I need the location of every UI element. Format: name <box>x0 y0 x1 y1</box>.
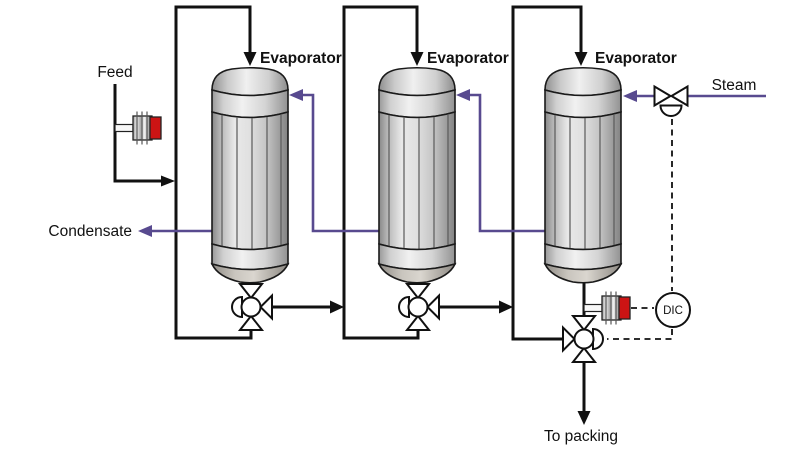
feed-label: Feed <box>97 64 132 81</box>
condensate-arrow <box>138 225 152 237</box>
dic-controller: DIC <box>655 292 691 328</box>
vapor-arrow-3-to-2 <box>456 89 470 101</box>
vapor-arrow-2-to-1 <box>289 89 303 101</box>
transfer-arrow-2-3 <box>499 300 513 314</box>
dic-controller-tag: DIC <box>663 305 683 317</box>
vessel-inlet-arrow-3 <box>574 52 588 66</box>
evaporator-vessel-3 <box>544 66 622 284</box>
product-label: To packing <box>544 428 618 445</box>
vapor-line-2-to-1 <box>303 93 379 233</box>
feed-line <box>113 84 161 183</box>
evaporator-vessel-1 <box>211 66 289 284</box>
condensate-label: Condensate <box>48 223 132 240</box>
discharge-rotary-valve-icon-1 <box>231 283 273 331</box>
evaporator-label-2: Evaporator <box>427 50 509 67</box>
vapor-line-3-to-2 <box>470 93 546 233</box>
steam-label: Steam <box>712 77 757 94</box>
signal-line-dic-to-discharge-valve <box>607 329 673 340</box>
evaporator-label-3: Evaporator <box>595 50 677 67</box>
transfer-arrow-1-2 <box>330 300 344 314</box>
product-arrow <box>577 411 591 425</box>
evaporator-label-1: Evaporator <box>260 50 342 67</box>
discharge-rotary-valve-icon-3 <box>562 315 604 363</box>
steam-control-valve-icon <box>653 84 689 117</box>
steam-arrow <box>623 90 637 102</box>
discharge-rotary-valve-icon-2 <box>398 283 440 331</box>
feed-density-sensor-icon <box>114 110 162 146</box>
evaporator-vessel-2 <box>378 66 456 284</box>
vessel-inlet-arrow-2 <box>410 52 424 66</box>
feed-arrow <box>161 175 175 187</box>
vessel-inlet-arrow-1 <box>243 52 257 66</box>
